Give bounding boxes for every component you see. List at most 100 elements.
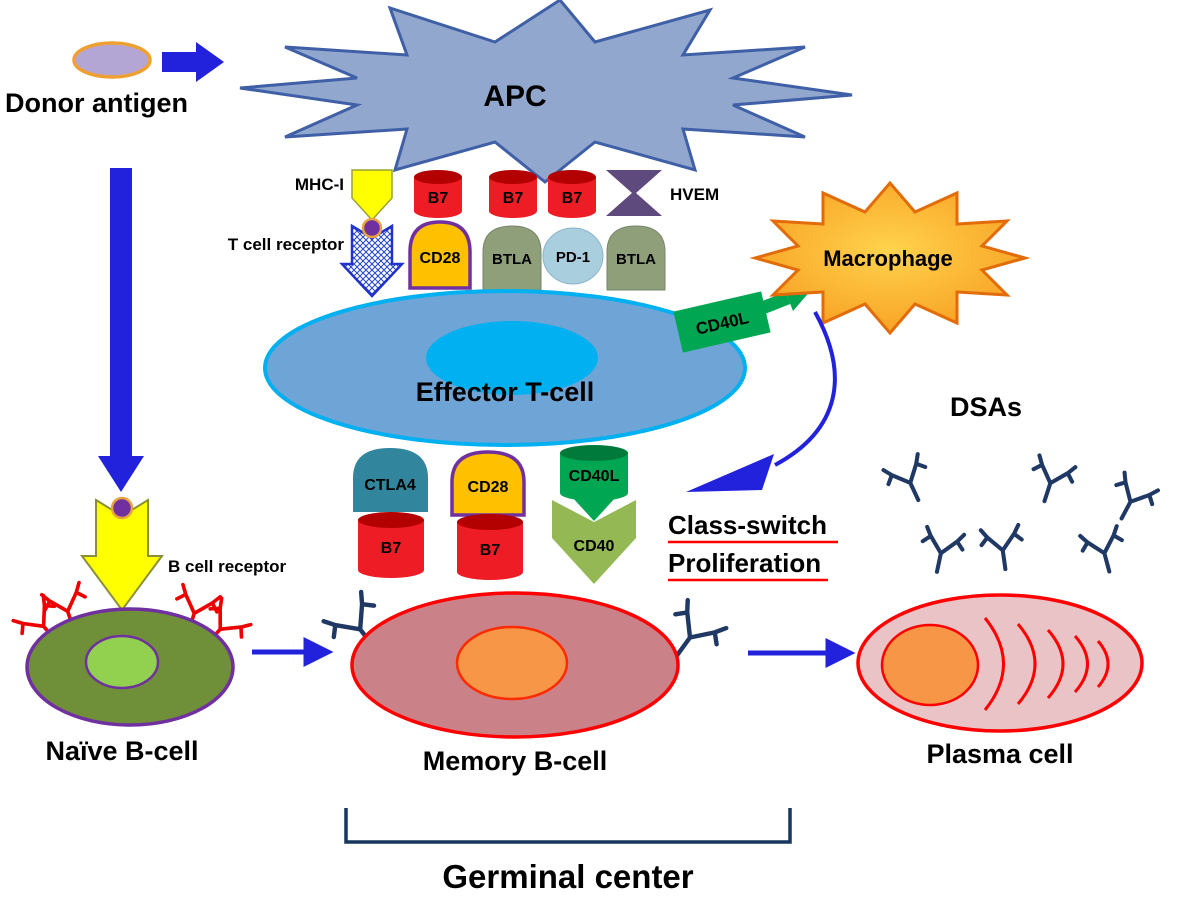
- b7-molecule-bottom-1: B7: [358, 512, 424, 578]
- hvem-molecule: HVEM: [606, 170, 719, 216]
- b7-molecule-top-2: B7: [489, 170, 537, 218]
- arrow-macrophage-feedback: [686, 311, 837, 492]
- cd40-label: CD40: [574, 538, 615, 555]
- dsa-antibody-icon: [917, 527, 965, 576]
- b7-label: B7: [381, 540, 402, 557]
- dsa-antibody-icon: [980, 525, 1026, 572]
- proliferation-label: Proliferation: [668, 548, 821, 578]
- b7-label: B7: [503, 190, 524, 207]
- germinal-center: Germinal center: [344, 808, 792, 895]
- b7-label: B7: [480, 542, 501, 559]
- cd40-molecule: CD40: [552, 500, 636, 584]
- cd40l-molecule-top: CD40L: [673, 285, 812, 353]
- cd28-label: CD28: [420, 250, 461, 267]
- plasma-cell: Plasma cell: [856, 593, 1144, 769]
- apc-cell: APC: [239, 0, 853, 184]
- mhc-i-label: MHC-I: [295, 175, 344, 194]
- b7-molecule-top-1: B7: [414, 170, 462, 218]
- arrow-antigen-to-naive: [98, 168, 144, 492]
- ctla4-molecule: CTLA4: [353, 448, 428, 512]
- b7-cylinder-body: [457, 522, 523, 572]
- apc-star: [239, 0, 853, 184]
- effector-t-cell-nucleus: [426, 321, 598, 395]
- antigen-dot: [110, 496, 134, 520]
- macrophage-star: [749, 180, 1031, 336]
- donor-antigen-label: Donor antigen: [5, 88, 188, 118]
- dsa-antibody-icon: [882, 454, 936, 509]
- effector-t-cell: Effector T-cell: [263, 289, 747, 447]
- plasma-cell-label: Plasma cell: [926, 739, 1073, 769]
- b7-cylinder-body: [358, 520, 424, 570]
- cd40l-shape: [673, 291, 771, 353]
- er-curve: [1073, 635, 1089, 693]
- b7-molecule-bottom-2: B7: [457, 514, 523, 580]
- class-switch-label: Class-switch: [668, 510, 827, 540]
- er-curve: [1016, 623, 1037, 705]
- memory-b-cell: Memory B-cell: [322, 591, 727, 776]
- btla-shape: [606, 225, 666, 291]
- class-switch-annotation: Class-switch Proliferation: [668, 510, 838, 582]
- mhc-i-shape: [351, 169, 393, 222]
- cd40l-molecule-bottom: CD40L: [560, 445, 628, 521]
- b7-cylinder-top: [548, 170, 596, 184]
- cd28-shape: [408, 220, 472, 290]
- btla-molecule-right: BTLA: [606, 225, 666, 291]
- b7-cylinder-top: [457, 514, 523, 530]
- t-cell-receptor-label: T cell receptor: [228, 235, 345, 254]
- memory-b-cell-nucleus: [455, 625, 569, 701]
- pd1-shape: [542, 227, 604, 285]
- er-curve: [1046, 629, 1065, 699]
- effector-t-cell-label: Effector T-cell: [416, 377, 595, 407]
- btla-molecule-left: BTLA: [482, 225, 542, 291]
- er-curve: [983, 617, 1005, 711]
- antigen-peptide-dot: [361, 217, 383, 239]
- cd40l-down-arrow: [572, 497, 616, 521]
- dsa-cluster: DSAs: [882, 392, 1159, 577]
- b-cell-receptor-label: B cell receptor: [168, 557, 286, 576]
- t-cell-receptor-molecule: T cell receptor: [228, 217, 405, 298]
- cd40-shape: [552, 500, 636, 584]
- plasma-cell-nucleus: [880, 623, 980, 707]
- macrophage-label: Macrophage: [823, 246, 953, 271]
- naive-b-cell: B cell receptor Naïve B-cell: [10, 496, 286, 766]
- germinal-center-bracket: [344, 808, 792, 844]
- arrow-donor-to-apc: [162, 42, 224, 82]
- arrow-shaft: [110, 168, 132, 458]
- er-curve: [1096, 640, 1110, 688]
- naive-b-cell-label: Naïve B-cell: [45, 736, 198, 766]
- b7-cylinder-top: [414, 170, 462, 184]
- dsa-antibody-icon: [1025, 455, 1076, 507]
- b7-cylinder-top: [489, 170, 537, 184]
- pd1-molecule: PD-1: [542, 227, 604, 285]
- b7-molecule-top-3: B7: [548, 170, 596, 218]
- dsa-antibody-icon: [1079, 526, 1129, 577]
- btla-shape: [482, 225, 542, 291]
- cd28-molecule-top: CD28: [408, 220, 472, 290]
- cd28-shape: [450, 450, 526, 517]
- hvem-shape: [606, 170, 662, 216]
- cd40l-arrow-shaft: [749, 291, 791, 319]
- b7-cylinder-top: [358, 512, 424, 528]
- b7-label: B7: [428, 190, 449, 207]
- ctla4-label: CTLA4: [364, 477, 416, 494]
- hvem-label: HVEM: [670, 185, 719, 204]
- btla-label: BTLA: [616, 251, 656, 268]
- dsa-antibody-icon: [1104, 472, 1159, 528]
- btla-label: BTLA: [492, 251, 532, 268]
- pd1-label: PD-1: [556, 249, 590, 266]
- curved-arrow-head: [686, 454, 774, 492]
- cd40l-label: CD40L: [569, 468, 620, 485]
- germinal-center-label: Germinal center: [442, 858, 693, 895]
- donor-antigen: Donor antigen: [5, 41, 188, 118]
- curved-arrow-path: [774, 311, 837, 467]
- macrophage-cell: Macrophage: [749, 180, 1031, 336]
- donor-antigen-shape: [72, 41, 152, 79]
- mhc-i-molecule: MHC-I: [295, 169, 393, 222]
- ctla4-shape: [353, 448, 428, 512]
- cd28-label: CD28: [468, 479, 509, 496]
- b7-label: B7: [562, 190, 583, 207]
- dsas-label: DSAs: [950, 392, 1022, 422]
- naive-b-cell-nucleus: [84, 634, 160, 690]
